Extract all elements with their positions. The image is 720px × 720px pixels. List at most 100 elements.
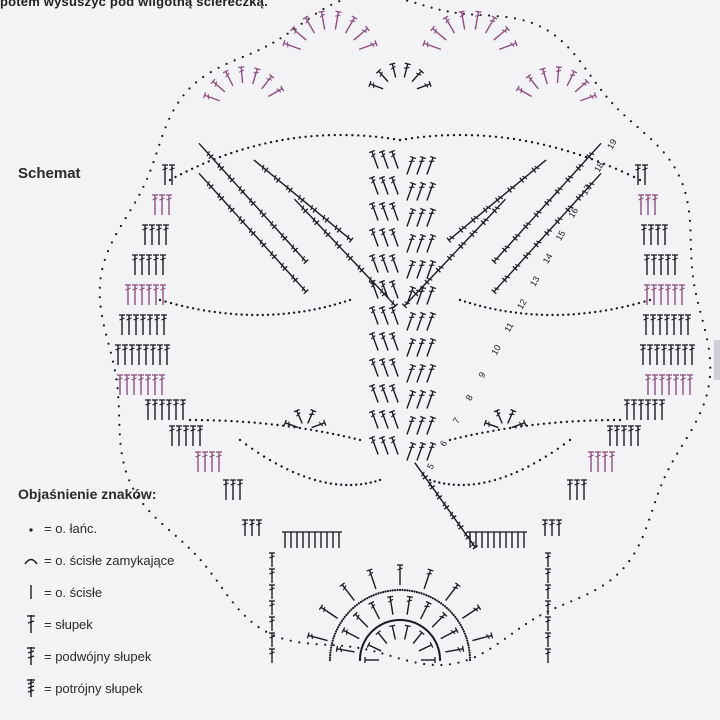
chain-dot bbox=[606, 418, 610, 422]
chain-dot bbox=[470, 433, 473, 437]
round-number: 7 bbox=[451, 416, 462, 425]
chain-dot bbox=[243, 614, 246, 617]
chain-dot bbox=[420, 592, 423, 595]
chain-dot bbox=[452, 613, 455, 617]
stitch-post bbox=[662, 224, 668, 245]
stitch-post bbox=[368, 279, 379, 299]
stitch-post bbox=[474, 10, 482, 30]
double-crochet-icon bbox=[18, 612, 44, 636]
chain-dot bbox=[442, 482, 446, 485]
chain-dot bbox=[154, 516, 157, 519]
chain-dot bbox=[168, 117, 171, 120]
stitch-post bbox=[483, 419, 499, 429]
chain-dot bbox=[429, 596, 432, 599]
stitch-post bbox=[640, 344, 646, 365]
legend-item-single: = o. ścisłe bbox=[18, 576, 208, 608]
chain-dot bbox=[128, 479, 131, 482]
chain-dot bbox=[699, 310, 702, 313]
chain-dot bbox=[224, 419, 227, 422]
chain-dot bbox=[345, 133, 348, 137]
stitch-post bbox=[368, 409, 379, 429]
chain-dot bbox=[373, 650, 376, 653]
stitch-post bbox=[445, 645, 465, 653]
chain-dot bbox=[379, 591, 382, 594]
chain-dot bbox=[454, 615, 457, 619]
chain-dot bbox=[342, 435, 346, 438]
chain-dot bbox=[457, 661, 460, 664]
chain-dot bbox=[202, 309, 206, 312]
chain-dot bbox=[386, 590, 389, 593]
chain-dot bbox=[118, 433, 121, 436]
stitch-post bbox=[545, 552, 551, 567]
stitch-post bbox=[389, 624, 397, 640]
chain-dot bbox=[375, 593, 378, 596]
chain-dot bbox=[308, 477, 311, 480]
chain-dot bbox=[633, 552, 636, 555]
chain-dot bbox=[328, 304, 332, 308]
chain-dot bbox=[235, 313, 238, 316]
chain-dot bbox=[461, 628, 464, 631]
stitch-post bbox=[388, 175, 399, 195]
chain-dot bbox=[231, 601, 234, 604]
chain-dot bbox=[281, 637, 284, 640]
chain-dot bbox=[217, 66, 220, 69]
stitch-post bbox=[545, 632, 551, 647]
stitch-post bbox=[143, 344, 149, 365]
stitch-post bbox=[549, 519, 555, 536]
chain-dot bbox=[452, 133, 456, 137]
chain-dot bbox=[546, 29, 549, 32]
chain-dot bbox=[707, 385, 710, 388]
chain-dot bbox=[235, 150, 239, 153]
chain-dot bbox=[291, 470, 295, 474]
chain-dot bbox=[446, 10, 449, 13]
chain-dot bbox=[651, 509, 654, 512]
chain-dot bbox=[396, 588, 399, 592]
stitch-post bbox=[657, 314, 663, 335]
stitch-post bbox=[210, 78, 226, 93]
stitch-post bbox=[424, 270, 439, 285]
chain-dot bbox=[433, 480, 436, 483]
stitch-post bbox=[406, 181, 417, 201]
stitch-post bbox=[556, 519, 562, 536]
stitch-post bbox=[602, 451, 608, 472]
chain-dot bbox=[442, 603, 445, 606]
chain-dot bbox=[431, 663, 434, 667]
chain-dot bbox=[287, 312, 291, 315]
chain-dot bbox=[257, 626, 260, 629]
chain-dot bbox=[566, 150, 570, 153]
stitch-post bbox=[685, 314, 691, 335]
chain-dot bbox=[654, 501, 657, 504]
chain-dot bbox=[637, 301, 641, 305]
chain-dot bbox=[551, 313, 554, 317]
chain-dot bbox=[458, 133, 462, 137]
stitch-post bbox=[388, 279, 399, 299]
stitch-post bbox=[132, 284, 138, 305]
stitch-post bbox=[426, 415, 437, 435]
stitch-post bbox=[406, 311, 417, 331]
chain-dot bbox=[194, 418, 198, 422]
stitch-post bbox=[644, 284, 650, 305]
chain-dot bbox=[446, 134, 450, 137]
stitch-post bbox=[644, 254, 650, 275]
stitch-post bbox=[269, 584, 275, 599]
stitch-post bbox=[440, 627, 459, 640]
chain-dot bbox=[638, 178, 642, 182]
chain-dot bbox=[363, 598, 367, 601]
chain-dot bbox=[148, 510, 151, 513]
chain-dot bbox=[321, 134, 325, 137]
chain-dot bbox=[460, 626, 463, 629]
chain-dot bbox=[443, 605, 447, 608]
chain-dot bbox=[531, 423, 534, 427]
chain-dot bbox=[322, 7, 325, 11]
chain-dot bbox=[351, 134, 354, 137]
stitch-post bbox=[163, 224, 169, 245]
stitch-post bbox=[675, 344, 681, 365]
round-number: 14 bbox=[541, 252, 555, 266]
chain-dot bbox=[298, 136, 301, 139]
chain-dot bbox=[608, 165, 612, 168]
stitch-post bbox=[638, 399, 644, 420]
stitch-post bbox=[378, 201, 389, 221]
chain-dot bbox=[207, 160, 210, 163]
chain-dot bbox=[329, 651, 332, 654]
stitch-post bbox=[426, 181, 437, 201]
